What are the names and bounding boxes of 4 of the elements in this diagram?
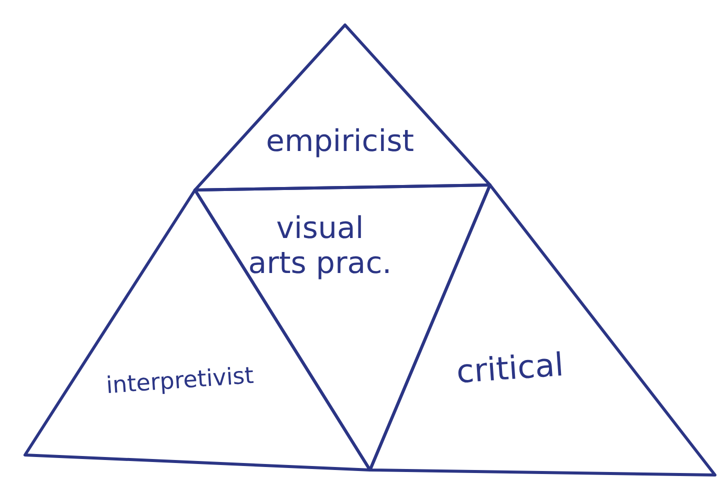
section-label: critical [454, 344, 566, 393]
section-label: interpretivist [104, 362, 256, 402]
section-label: visual arts prac. [247, 212, 393, 281]
section-label: empiricist [265, 125, 415, 160]
